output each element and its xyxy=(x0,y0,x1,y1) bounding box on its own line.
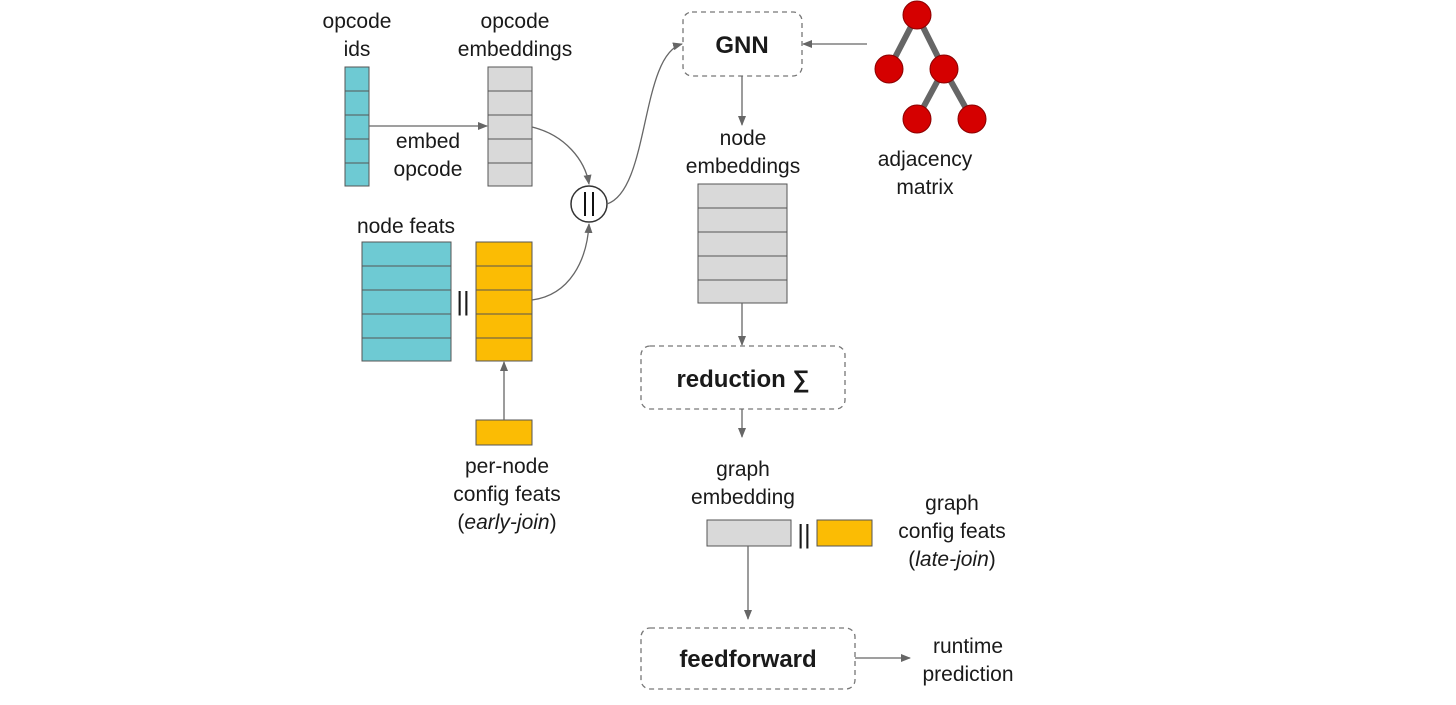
reduction-label: reduction ∑ xyxy=(676,366,809,393)
feedforward-label: feedforward xyxy=(679,646,816,673)
tree-graph-icon xyxy=(874,0,987,134)
opcode-embeddings-label-line1: opcode xyxy=(481,10,550,33)
embed-opcode-label-line1: embed xyxy=(396,130,460,153)
graph-embedding-vector xyxy=(706,519,792,547)
opcode-embeddings-label-line2: embeddings xyxy=(458,38,572,61)
opcode-ids-label-line2: ids xyxy=(344,38,371,61)
opcode-ids-label-line1: opcode xyxy=(323,10,392,33)
gnn-label: GNN xyxy=(715,32,768,59)
opcode-to-concat-arrow xyxy=(531,126,592,185)
opcode-embeddings-matrix xyxy=(487,66,533,187)
opcode-ids-vector xyxy=(344,66,370,187)
node-embeddings-matrix xyxy=(697,183,788,304)
node-embeddings-label-line1: node xyxy=(720,127,767,150)
adjacency-label-line1: adjacency xyxy=(878,148,973,171)
node-feats-to-concat-arrow xyxy=(531,223,593,301)
per-node-config-vector xyxy=(475,419,533,446)
graph-config-vector xyxy=(816,519,873,547)
feedforward-box xyxy=(640,627,856,690)
node-feats-label: node feats xyxy=(357,215,455,238)
graph-config-label-line1: graph xyxy=(925,492,979,515)
per-node-config-label-line2: config feats xyxy=(453,483,560,506)
early-join-text: early-join xyxy=(464,511,549,534)
per-node-config-label-line1: per-node xyxy=(465,455,549,478)
embed-opcode-label-line2: opcode xyxy=(394,158,463,181)
concat-circle-icon xyxy=(570,185,608,223)
late-join-text: late-join xyxy=(915,548,989,571)
early-join-label: (early-join) xyxy=(457,511,556,534)
graph-embedding-label-line2: embedding xyxy=(691,486,795,509)
early-join-config-matrix xyxy=(475,241,533,362)
late-join-label: (late-join) xyxy=(908,548,996,571)
adjacency-label-line2: matrix xyxy=(896,176,954,199)
runtime-prediction-label-line2: prediction xyxy=(922,663,1013,686)
node-feats-matrix xyxy=(361,241,452,362)
runtime-prediction-label-line1: runtime xyxy=(933,635,1003,658)
concat-symbol-node-feats: || xyxy=(456,286,470,316)
concat-to-gnn-arrow xyxy=(606,42,683,205)
reduction-box xyxy=(640,345,846,410)
graph-embedding-label-line1: graph xyxy=(716,458,770,481)
graph-config-label-line2: config feats xyxy=(898,520,1005,543)
node-embeddings-label-line2: embeddings xyxy=(686,155,800,178)
concat-symbol-graph: || xyxy=(797,519,811,549)
